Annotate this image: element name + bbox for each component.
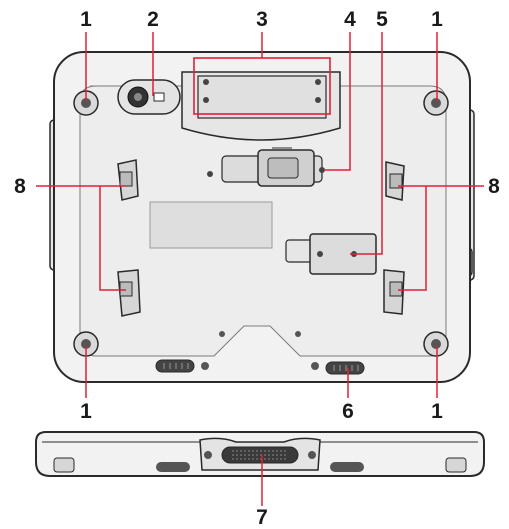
battery-latch (207, 147, 325, 187)
corner-screw-bottom-left (73, 331, 99, 357)
callout-1-bottom-left: 1 (80, 400, 92, 423)
callout-2: 2 (147, 8, 159, 31)
corner-screw-top-right (423, 90, 449, 116)
callout-8-left: 8 (14, 175, 26, 198)
callout-8-right: 8 (488, 175, 500, 198)
speaker-right (325, 361, 365, 375)
corner-screw-top-left (73, 90, 99, 116)
callout-1-top-left: 1 (80, 8, 92, 31)
callout-6: 6 (342, 400, 354, 423)
docking-port-cover (285, 233, 377, 275)
callout-5: 5 (376, 8, 388, 31)
callout-1-bottom-right: 1 (431, 400, 443, 423)
tablet-bottom-edge-view (35, 431, 485, 477)
expansion-module-cover (181, 57, 341, 141)
tablet-back-view (49, 51, 475, 383)
speaker-left (155, 359, 195, 373)
docking-connector (221, 446, 299, 464)
callout-3: 3 (256, 8, 268, 31)
strap-hook-bottom-left (117, 269, 141, 317)
corner-screw-bottom-right (423, 331, 449, 357)
callout-labels: 1 2 3 4 5 1 8 8 1 6 1 7 (14, 8, 500, 529)
callout-1-top-right: 1 (431, 8, 443, 31)
strap-hook-top-left (117, 159, 139, 201)
strap-hook-top-right (385, 161, 405, 201)
rear-camera (117, 79, 181, 115)
callout-leaders (36, 32, 484, 506)
callout-7: 7 (256, 506, 268, 529)
callout-4: 4 (344, 8, 356, 31)
label-area (149, 201, 273, 249)
strap-hook-bottom-right (383, 269, 405, 315)
